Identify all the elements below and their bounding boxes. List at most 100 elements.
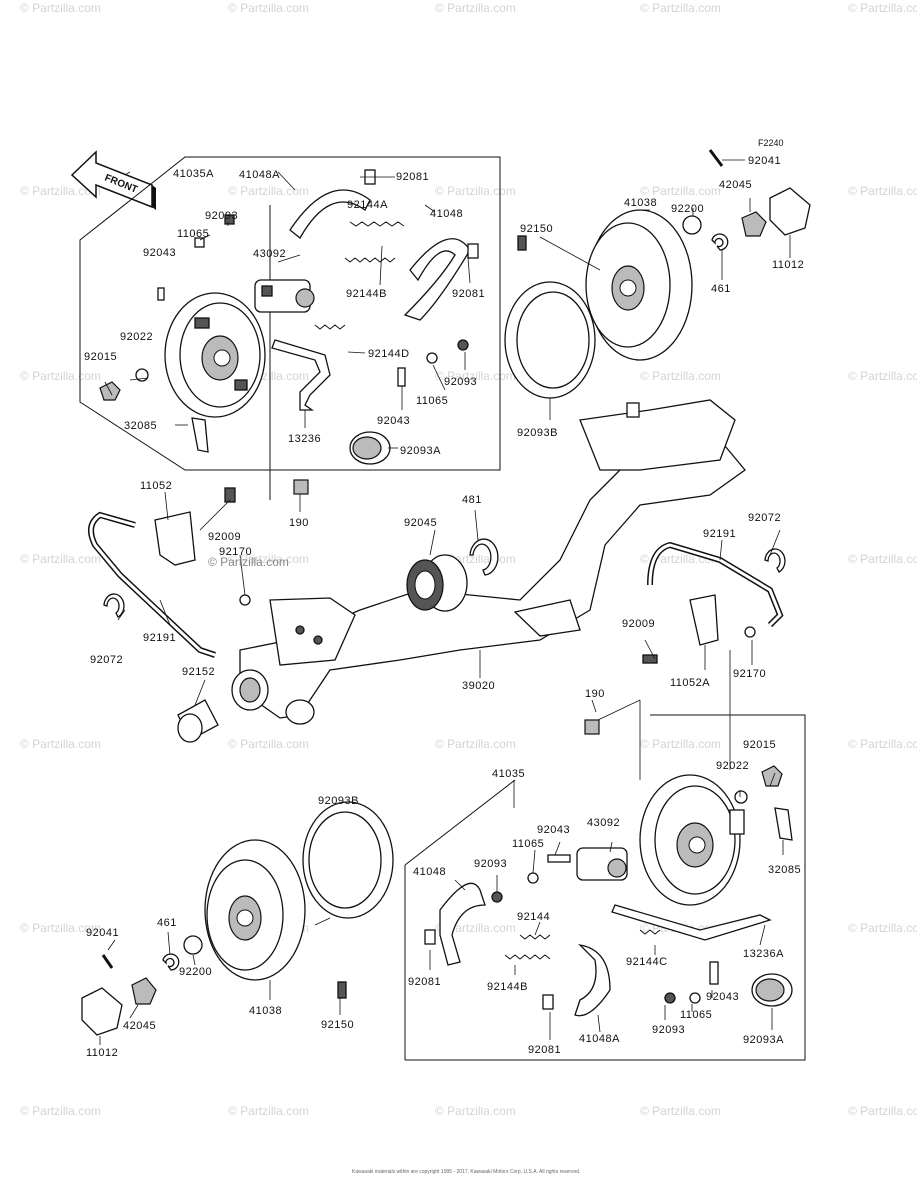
brake-shoe-41048A-top	[289, 189, 371, 239]
label-11052A: 11052A	[670, 677, 710, 689]
watermark-center: © Partzilla.com	[208, 555, 289, 569]
lever-13236	[271, 339, 331, 411]
watermark-text: © Partzilla.com	[435, 184, 516, 198]
watermark-text: © Partzilla.com	[20, 1, 101, 15]
label-92093-top: 92093	[205, 210, 238, 222]
figure-code: F2240	[758, 138, 784, 148]
label-92022-bottom: 92022	[716, 760, 749, 772]
label-39020: 39020	[462, 680, 495, 692]
washer-92022-bottom	[734, 790, 748, 804]
label-92144D: 92144D	[368, 348, 410, 360]
label-11065-bottom2: 11065	[680, 1009, 712, 1021]
label-481: 481	[462, 494, 482, 506]
spring-92144A	[349, 221, 405, 227]
label-92093-bottom2: 92093	[652, 1024, 685, 1036]
label-13236: 13236	[288, 433, 321, 445]
watermark-text: © Partzilla.com	[848, 1, 917, 15]
label-41048A-bottom: 41048A	[579, 1033, 620, 1045]
watermark-text: © Partzilla.com	[848, 1104, 917, 1118]
pin-92043-bottom1	[547, 854, 571, 863]
clip-92081-bottom2	[542, 994, 554, 1010]
spring-92144D	[314, 324, 346, 330]
washer-92093-top2	[457, 339, 469, 351]
label-92152: 92152	[182, 666, 215, 678]
axle-housing-39020	[231, 399, 746, 725]
washer-461-top	[711, 233, 729, 251]
seal-92093B-top	[504, 281, 596, 399]
wheel-cylinder-top	[254, 279, 315, 313]
label-11065-bottom1: 11065	[512, 838, 544, 850]
pin-92043-top2	[397, 367, 406, 387]
washer-92093-bottom1	[491, 891, 503, 903]
label-92081-top1: 92081	[396, 171, 429, 183]
label-92043-bottom2: 92043	[706, 991, 739, 1003]
label-43092-bottom: 43092	[587, 817, 620, 829]
label-11012-top: 11012	[772, 259, 804, 271]
brake-panel-bottom	[639, 774, 745, 906]
nut-42045-top	[741, 211, 767, 237]
group-outline-41035A	[79, 156, 501, 471]
bolt-92009-left	[224, 487, 236, 503]
label-92081-bottom2: 92081	[528, 1044, 561, 1056]
watermark-text: © Partzilla.com	[228, 184, 309, 198]
label-41035: 41035	[492, 768, 525, 780]
watermark-text: © Partzilla.com	[435, 1104, 516, 1118]
watermark-text: © Partzilla.com	[640, 184, 721, 198]
washer-11065-top2	[426, 352, 438, 364]
bolt-92009-right	[642, 654, 658, 664]
cap-11012-bottom	[81, 987, 123, 1036]
watermark-text: © Partzilla.com	[640, 1104, 721, 1118]
cap-92093A-bottom-inner	[755, 978, 785, 1002]
watermark-text: © Partzilla.com	[848, 184, 917, 198]
washer-92200-top	[682, 215, 702, 235]
spring-92144C	[639, 929, 661, 935]
bracket-11052A	[689, 594, 719, 646]
label-41035A: 41035A	[173, 168, 214, 180]
label-92144B-bottom: 92144B	[487, 981, 528, 993]
watermark-text: © Partzilla.com	[848, 369, 917, 383]
bushing-92152	[177, 699, 219, 743]
clip-32085-top	[191, 417, 209, 453]
label-42045-bottom: 42045	[123, 1020, 156, 1032]
pin-92043-bottom2	[709, 961, 719, 985]
watermark-text: © Partzilla.com	[20, 1104, 101, 1118]
seal-92093B-bottom	[302, 801, 394, 919]
label-11065-top: 11065	[177, 228, 209, 240]
clip-32085-bottom	[774, 807, 793, 841]
label-92043-top: 92043	[143, 247, 176, 259]
nut-92015-bottom	[761, 765, 783, 787]
label-92093A-bottom: 92093A	[743, 1034, 784, 1046]
label-92150-top: 92150	[520, 223, 553, 235]
nut-42045-bottom	[131, 977, 157, 1005]
label-41038-bottom: 41038	[249, 1005, 282, 1017]
label-92150-bottom: 92150	[321, 1019, 354, 1031]
watermark-text: © Partzilla.com	[435, 369, 516, 383]
washer-11065-top	[194, 237, 205, 248]
label-92015-bottom: 92015	[743, 739, 776, 751]
label-92045: 92045	[404, 517, 437, 529]
bolt-92150-top	[517, 235, 527, 251]
bearing-92045	[406, 554, 468, 612]
brake-drum-41038-top	[585, 209, 693, 361]
bolt-190-top	[293, 479, 309, 495]
label-92093-top2: 92093	[444, 376, 477, 388]
watermark-text: © Partzilla.com	[20, 369, 101, 383]
label-92009-right: 92009	[622, 618, 655, 630]
label-92093B-top: 92093B	[517, 427, 558, 439]
watermark-text: © Partzilla.com	[228, 1, 309, 15]
cotter-pin-92041-top	[708, 149, 724, 167]
label-92009-left: 92009	[208, 531, 241, 543]
washer-11065-bottom2	[689, 992, 701, 1004]
label-92081-top2: 92081	[452, 288, 485, 300]
label-92043-top2: 92043	[377, 415, 410, 427]
label-92144: 92144	[517, 911, 550, 923]
bracket-11052	[154, 511, 196, 566]
brake-shoe-41048-bottom	[439, 882, 486, 966]
clip-92081-top2	[467, 243, 479, 259]
watermark-text: © Partzilla.com	[848, 737, 917, 751]
label-11012-bottom: 11012	[86, 1047, 118, 1059]
brake-shoe-41048-top	[403, 238, 471, 321]
watermark-text: © Partzilla.com	[640, 1, 721, 15]
label-92015-top: 92015	[84, 351, 117, 363]
label-42045-top: 42045	[719, 179, 752, 191]
